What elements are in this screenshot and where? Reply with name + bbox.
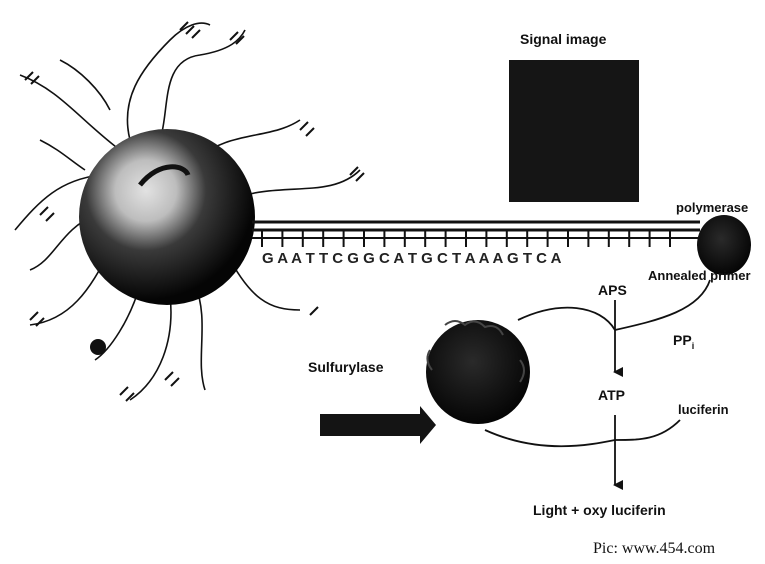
luciferase-arrow-icon (320, 406, 436, 444)
atp-label: ATP (598, 387, 625, 403)
polymerase-icon (697, 215, 751, 275)
light-label: Light + oxy luciferin (533, 502, 666, 518)
image-credit: Pic: www.454.com (593, 540, 716, 557)
signal-image-label: Signal image (520, 31, 607, 47)
template-sequence: G A A T T C G G C A T G C T A A A G T C … (262, 250, 562, 267)
polymerase-label: polymerase (676, 200, 748, 215)
signal-image-box (509, 60, 639, 202)
bead-icon (79, 129, 255, 305)
dna-ladder (252, 222, 700, 247)
ppi-label: PPi (673, 332, 694, 351)
annealed-primer-label: Annealed primer (648, 268, 751, 283)
sulfurylase-label: Sulfurylase (308, 359, 384, 375)
sulfurylase-icon (426, 320, 530, 424)
small-bead-icon (90, 339, 106, 355)
aps-label: APS (598, 282, 627, 298)
luciferin-label: luciferin (678, 402, 729, 417)
